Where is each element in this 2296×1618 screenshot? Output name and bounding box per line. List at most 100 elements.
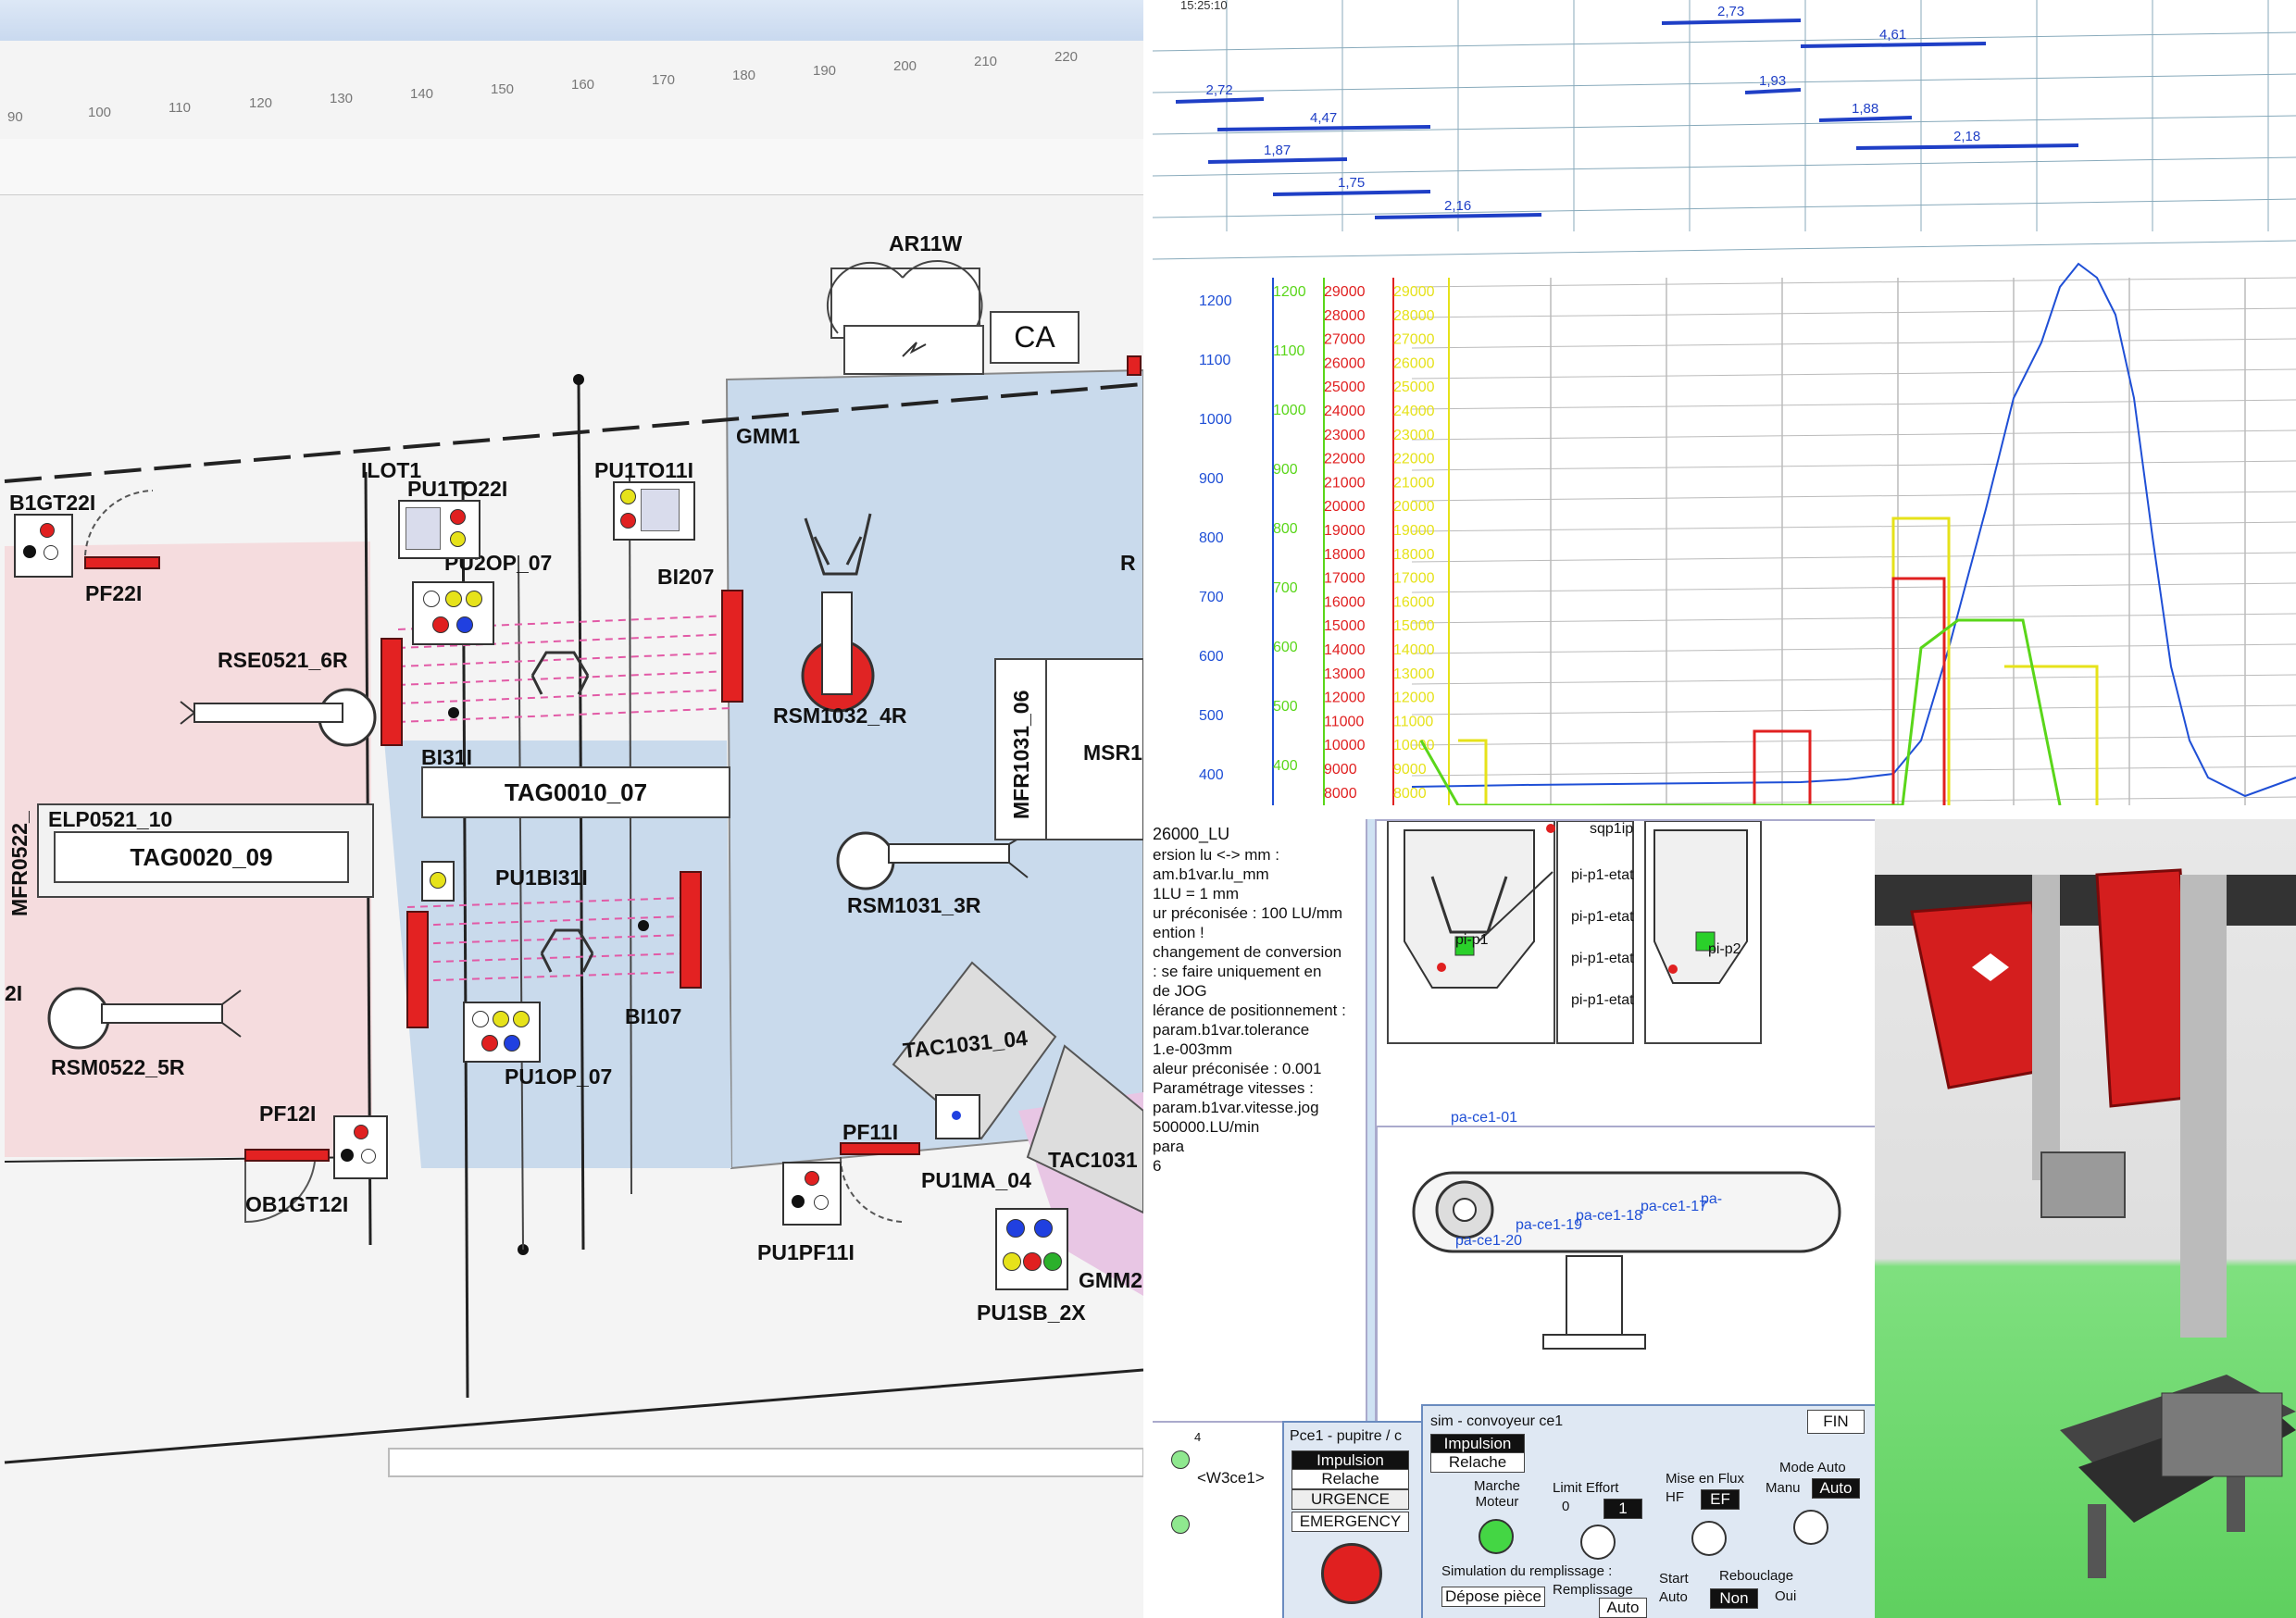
series-red-1 bbox=[1753, 729, 1812, 805]
duration-bar bbox=[1272, 190, 1431, 196]
axis-tick: 8000 bbox=[1393, 786, 1427, 802]
axis-tick: 1000 bbox=[1199, 412, 1232, 428]
grid-line bbox=[1153, 198, 2296, 218]
pupitre-relache-button[interactable]: Relache bbox=[1292, 1469, 1409, 1489]
pu1to22i-panel[interactable] bbox=[398, 500, 480, 559]
param-line: lérance de positionnement : bbox=[1153, 1002, 1346, 1019]
axis-tick: 1000 bbox=[1273, 403, 1306, 418]
label-pu1to22i: PU1TO22I bbox=[407, 477, 508, 501]
depose-piece-button[interactable]: Dépose pièce bbox=[1441, 1587, 1545, 1607]
label-pu1sb2x: PU1SB_2X bbox=[977, 1301, 1086, 1325]
convoyeur-relache-button[interactable]: Relache bbox=[1430, 1452, 1525, 1473]
pu1op07-panel[interactable] bbox=[463, 1002, 541, 1063]
fin-button[interactable]: FIN bbox=[1807, 1410, 1865, 1434]
axis-tick: 28000 bbox=[1393, 308, 1435, 324]
axis-tick: 25000 bbox=[1393, 380, 1435, 395]
convoyeur-window[interactable]: sim - convoyeur ce1 FIN Impulsion Relach… bbox=[1421, 1404, 1875, 1618]
ruler-tick: 170 bbox=[652, 72, 676, 88]
label-pf12i: PF12I bbox=[259, 1101, 317, 1126]
pu1ma04-panel[interactable] bbox=[935, 1094, 980, 1139]
label-rsm0522: RSM0522_5R bbox=[51, 1055, 185, 1079]
b1gt22i-panel[interactable] bbox=[14, 514, 73, 578]
label-pu1ma04: PU1MA_04 bbox=[921, 1168, 1031, 1192]
pu1to11i-panel[interactable] bbox=[613, 481, 695, 541]
side-strip: <W3ce1> 4 bbox=[1153, 1421, 1282, 1618]
ob1gt12i-panel[interactable] bbox=[333, 1115, 388, 1179]
label-rsm1031: RSM1031_3R bbox=[847, 893, 981, 917]
diagram-label: pi-p1-etat bbox=[1571, 951, 1634, 966]
timing-chart: 2,734,612,721,934,471,881,872,181,752,16… bbox=[1153, 0, 2296, 805]
axis-tick: 11000 bbox=[1324, 714, 1364, 729]
pupitre-impulsion-button[interactable]: Impulsion bbox=[1292, 1450, 1409, 1471]
emergency-stop-button[interactable] bbox=[1321, 1543, 1382, 1604]
param-line: aleur préconisée : 0.001 bbox=[1153, 1060, 1322, 1077]
conveyor-label: pa-ce1-17 bbox=[1641, 1199, 1708, 1214]
series-yellow-1 bbox=[1458, 517, 1951, 805]
param-line: ur préconisée : 100 LU/mm bbox=[1153, 904, 1343, 922]
param-line: am.b1var.lu_mm bbox=[1153, 865, 1269, 883]
grid-line bbox=[1411, 582, 2296, 593]
top-time: 15:25:10 bbox=[1180, 0, 1228, 12]
pu1sb2x-panel[interactable] bbox=[995, 1208, 1068, 1290]
convoyeur-impulsion-button[interactable]: Impulsion bbox=[1430, 1434, 1525, 1454]
axis-tick: 23000 bbox=[1393, 428, 1435, 443]
pupitre-title: Pce1 - pupitre / c bbox=[1290, 1428, 1402, 1444]
ruler-tick: 220 bbox=[1054, 49, 1079, 65]
label-rsm1032: RSM1032_4R bbox=[773, 703, 907, 728]
grid-line bbox=[1411, 399, 2296, 410]
param-line: param.b1var.vitesse.jog bbox=[1153, 1099, 1319, 1116]
axis-tick: 29000 bbox=[1324, 284, 1366, 300]
duration-label: 4,47 bbox=[1310, 110, 1337, 126]
ca-box[interactable]: CA bbox=[1014, 320, 1055, 354]
mise-en-flux-knob[interactable] bbox=[1691, 1521, 1727, 1556]
conveyor-label: pa- bbox=[1701, 1191, 1723, 1207]
axis-tick: 10000 bbox=[1393, 738, 1435, 753]
pu1bi31i-panel[interactable] bbox=[421, 861, 455, 902]
limit-effort-label: Limit Effort bbox=[1553, 1480, 1619, 1496]
non-toggle[interactable]: Non bbox=[1710, 1588, 1758, 1609]
ruler-tick: 190 bbox=[813, 63, 837, 79]
duration-bar bbox=[1207, 157, 1348, 164]
mode-auto-knob[interactable] bbox=[1793, 1510, 1828, 1545]
layout-canvas[interactable] bbox=[0, 0, 1143, 1618]
param-line: 6 bbox=[1153, 1157, 1162, 1175]
grid-line bbox=[1153, 31, 2296, 52]
axis-tick: 25000 bbox=[1324, 380, 1366, 395]
limit-effort-knob[interactable] bbox=[1580, 1525, 1616, 1560]
mode-auto-label: Mode Auto bbox=[1779, 1460, 1846, 1475]
label-rse0521: RSE0521_6R bbox=[218, 648, 348, 672]
ef-toggle[interactable]: EF bbox=[1701, 1489, 1740, 1510]
ruler-tick: 130 bbox=[330, 91, 354, 106]
pu1pf11i-panel[interactable] bbox=[782, 1162, 842, 1226]
label-pu1op07: PU1OP_07 bbox=[505, 1064, 613, 1089]
elp0521-box[interactable]: ELP0521_10 TAG0020_09 bbox=[37, 803, 374, 898]
limit-1[interactable]: 1 bbox=[1603, 1499, 1642, 1519]
duration-bar bbox=[1175, 97, 1265, 104]
grid-line bbox=[1411, 368, 2296, 380]
grid-line bbox=[1411, 765, 2296, 777]
duration-bar bbox=[1661, 19, 1802, 25]
3d-view-panel[interactable] bbox=[1875, 819, 2296, 1618]
diagram-label: pi-p1-etat bbox=[1571, 909, 1634, 925]
diagram-label: sqp1ip bbox=[1590, 821, 1634, 837]
duration-bar bbox=[1818, 116, 1913, 122]
axis-tick: 700 bbox=[1273, 580, 1298, 596]
tag0010-box[interactable]: TAG0010_07 bbox=[421, 766, 730, 818]
remplissage-auto[interactable]: Auto bbox=[1599, 1598, 1647, 1618]
marche-moteur-button[interactable] bbox=[1479, 1519, 1514, 1554]
window-title-bar bbox=[0, 0, 1143, 41]
param-line: 500000.LU/min bbox=[1153, 1118, 1260, 1136]
duration-label: 1,75 bbox=[1338, 175, 1365, 191]
axis-tick: 800 bbox=[1199, 530, 1224, 546]
ruler-tick: 110 bbox=[168, 100, 191, 116]
pupitre-window[interactable]: Pce1 - pupitre / c Impulsion Relache URG… bbox=[1282, 1421, 1425, 1618]
axis-tick: 21000 bbox=[1393, 475, 1435, 491]
axis-tick: 23000 bbox=[1324, 428, 1366, 443]
diagram-label: pi-p2 bbox=[1708, 941, 1741, 957]
pu2op07-panel[interactable] bbox=[412, 581, 494, 645]
auto-toggle[interactable]: Auto bbox=[1812, 1478, 1860, 1499]
axis-tick: 24000 bbox=[1393, 404, 1435, 419]
axis-tick: 400 bbox=[1199, 767, 1224, 783]
label-msr: MSR1 bbox=[1083, 741, 1142, 765]
